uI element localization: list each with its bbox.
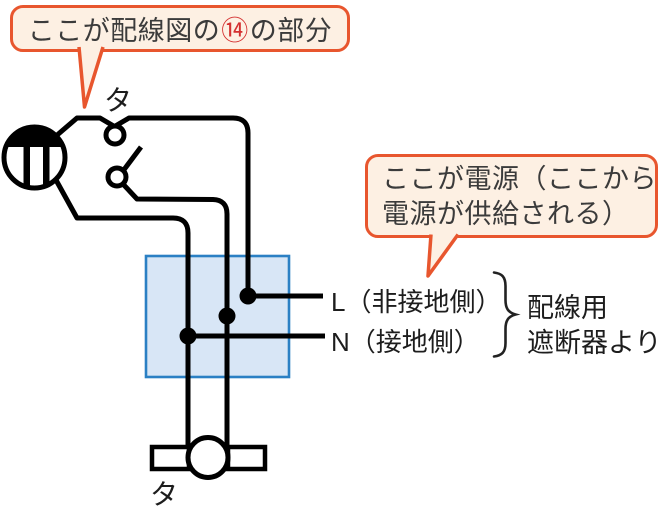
outlet-slot-right — [43, 147, 50, 188]
n-line-label: N（接地側） — [331, 327, 480, 357]
callout-part14-suffix: の部分 — [249, 16, 333, 46]
source-label-line2: 遮断器より — [527, 328, 662, 358]
switch-terminal-top — [103, 123, 127, 147]
light-body — [185, 435, 231, 480]
light-ear-right — [225, 444, 268, 472]
source-label-line1: 配線用 — [527, 293, 608, 323]
junction-dot-n — [179, 327, 197, 345]
switch-blade — [121, 145, 143, 173]
outlet-slot-left — [23, 147, 30, 188]
surface-outlet-symbol-icon — [1, 124, 68, 191]
callout-power-line2: 電源が供給される） — [382, 199, 630, 229]
light-fixture-symbol-icon — [149, 435, 268, 480]
callout-part14-marker: ⑭ — [221, 16, 249, 46]
wire-hot-top — [54, 115, 251, 292]
brace-icon — [492, 271, 521, 358]
switch-terminal-bottom — [105, 165, 129, 189]
wire-switch-return — [121, 182, 230, 452]
junction-dot-switch — [218, 307, 236, 325]
junction-box — [144, 254, 291, 379]
callout-part14-prefix: ここが配線図の — [27, 16, 221, 46]
junction-dot-l — [239, 287, 257, 305]
light-label: タ — [150, 479, 179, 510]
switch-label: タ — [104, 85, 133, 116]
callout-power-line1: ここが電源（ここから — [382, 164, 657, 194]
callout-power-source: ここが電源（ここから 電源が供給される） — [365, 154, 658, 238]
l-line-label: L（非接地側） — [331, 287, 502, 317]
light-ear-left — [149, 444, 192, 472]
wire-neutral-left — [53, 178, 191, 452]
